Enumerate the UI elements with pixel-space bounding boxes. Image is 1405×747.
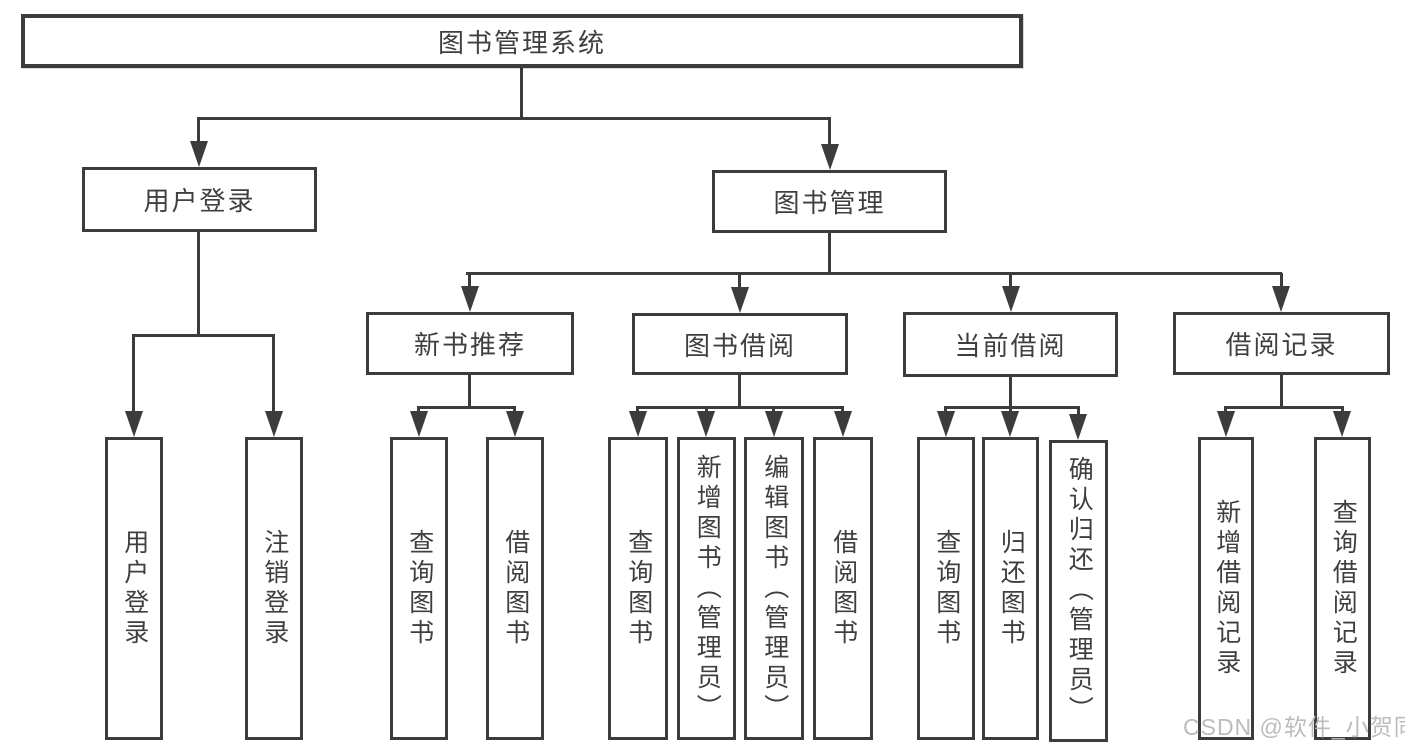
leaf-query-book-current: 查询图书 — [917, 437, 975, 740]
connector-arrow-down — [834, 411, 852, 437]
connector-line — [468, 273, 471, 288]
connector-line — [417, 406, 516, 409]
leaf-label: 用户登录 — [120, 528, 149, 649]
connector-line — [466, 272, 1282, 275]
connector-arrow-down — [629, 411, 647, 437]
leaf-logout: 注销登录 — [245, 437, 303, 740]
connector-arrow-down — [410, 411, 428, 437]
connector-arrow-down — [937, 411, 955, 437]
connector-arrow-down — [506, 411, 524, 437]
connector-line — [468, 375, 471, 408]
connector-line — [1280, 273, 1283, 288]
leaf-label: 借阅图书 — [829, 528, 858, 649]
connector-arrow-down — [190, 141, 208, 167]
connector-line — [132, 336, 135, 414]
leaf-label: 查询图书 — [932, 528, 961, 649]
connector-line — [272, 336, 275, 414]
connector-line — [1280, 375, 1283, 408]
connector-line — [828, 118, 831, 146]
connector-line — [1077, 408, 1080, 417]
leaf-query-book-recommend: 查询图书 — [390, 437, 448, 740]
connector-arrow-down — [1069, 414, 1087, 440]
leaf-label: 编辑图书（管理员） — [760, 453, 789, 724]
connector-line — [197, 232, 200, 336]
leaf-label: 新增借阅记录 — [1212, 498, 1241, 679]
connector-arrow-down — [765, 411, 783, 437]
csdn-watermark: CSDN @软件_小贺同学 — [1183, 714, 1405, 740]
leaf-confirm-return-admin: 确认归还（管理员） — [1049, 440, 1108, 742]
node-book-management: 图书管理 — [712, 170, 947, 233]
connector-arrow-down — [731, 287, 749, 313]
node-book-borrow: 图书借阅 — [632, 313, 848, 375]
connector-arrow-down — [1002, 286, 1020, 312]
connector-line — [520, 68, 523, 118]
leaf-label: 归还图书 — [997, 528, 1026, 649]
connector-line — [738, 273, 741, 288]
leaf-user-login: 用户登录 — [105, 437, 163, 740]
connector-arrow-down — [1272, 286, 1290, 312]
leaf-label: 查询图书 — [405, 528, 434, 649]
node-borrow-records: 借阅记录 — [1173, 312, 1390, 375]
connector-line — [738, 375, 741, 408]
connector-line — [1009, 273, 1012, 288]
leaf-label: 借阅图书 — [501, 528, 530, 649]
leaf-return-book: 归还图书 — [982, 437, 1039, 740]
leaf-query-borrow-record: 查询借阅记录 — [1314, 437, 1371, 740]
node-library-system: 图书管理系统 — [21, 14, 1023, 68]
connector-line — [828, 233, 831, 273]
leaf-label: 查询图书 — [624, 528, 653, 649]
leaf-add-book-admin: 新增图书（管理员） — [677, 437, 736, 740]
leaf-query-book-borrow: 查询图书 — [608, 437, 668, 740]
leaf-borrow-book: 借阅图书 — [813, 437, 873, 740]
connector-arrow-down — [461, 286, 479, 312]
connector-line — [1224, 406, 1344, 409]
connector-line — [944, 406, 1080, 409]
connector-line — [132, 334, 275, 337]
connector-line — [197, 118, 200, 146]
connector-arrow-down — [125, 411, 143, 437]
connector-line — [1009, 377, 1012, 408]
leaf-borrow-book-recommend: 借阅图书 — [486, 437, 544, 740]
node-current-borrow: 当前借阅 — [903, 312, 1118, 377]
leaf-label: 查询借阅记录 — [1329, 498, 1358, 679]
leaf-label: 注销登录 — [260, 528, 289, 649]
connector-arrow-down — [697, 411, 715, 437]
connector-arrow-down — [1333, 411, 1351, 437]
leaf-edit-book-admin: 编辑图书（管理员） — [744, 437, 804, 740]
leaf-add-borrow-record: 新增借阅记录 — [1198, 437, 1254, 740]
connector-arrow-down — [265, 411, 283, 437]
connector-arrow-down — [1217, 411, 1235, 437]
connector-arrow-down — [821, 144, 839, 170]
leaf-label: 新增图书（管理员） — [693, 453, 722, 724]
leaf-label: 确认归还（管理员） — [1065, 456, 1094, 726]
connector-line — [636, 406, 844, 409]
node-new-book-recommend: 新书推荐 — [366, 312, 574, 375]
connector-line — [197, 117, 831, 120]
connector-arrow-down — [1001, 411, 1019, 437]
node-user-login: 用户登录 — [82, 167, 317, 232]
